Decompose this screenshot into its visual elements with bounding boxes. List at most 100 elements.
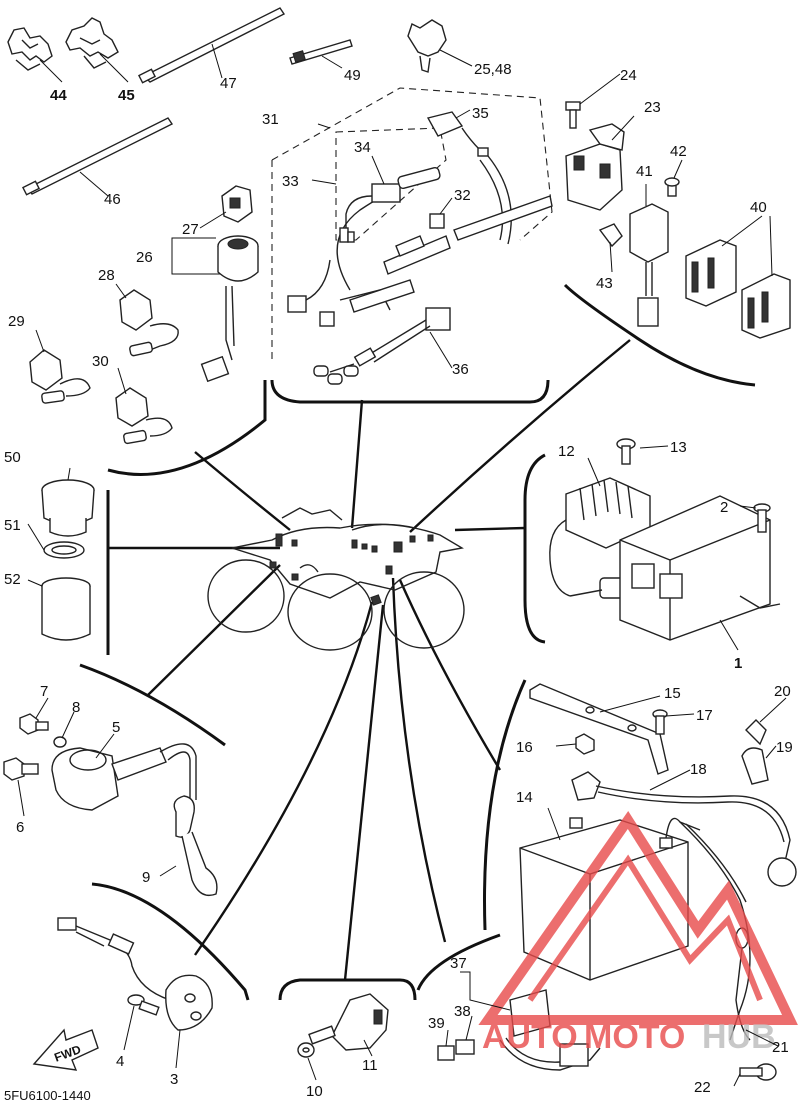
callout-3: 3: [170, 1071, 178, 1088]
part-1-cdi-unit: [619, 495, 781, 641]
callout-47: 47: [220, 75, 237, 92]
group-brackets: [79, 283, 756, 1001]
part-5-ignition-coil: [51, 743, 197, 811]
callout-28: 28: [98, 267, 115, 284]
part-13-bolt: [616, 438, 636, 465]
callout-11: 11: [362, 1057, 378, 1074]
callout-51: 51: [4, 517, 21, 534]
part-8-washer: [53, 736, 67, 748]
automotohub-watermark: AUTO MOTO HUB: [478, 810, 798, 1056]
callout-7: 7: [40, 683, 48, 700]
callout-24: 24: [620, 67, 637, 84]
callout-31: 31: [262, 111, 279, 128]
callout-27: 27: [182, 221, 199, 238]
part-7-bolt: [19, 713, 49, 735]
callout-8: 8: [72, 699, 80, 716]
callout-18: 18: [690, 761, 707, 778]
part-50-socket: [41, 479, 95, 537]
part-47-cable-tie: [138, 7, 286, 84]
callout-30: 30: [92, 353, 109, 370]
callout-35: 35: [472, 105, 489, 122]
part-40-fuse-b: [741, 273, 791, 339]
part-20-clip: [745, 719, 767, 746]
watermark-part-hub: HUB: [702, 1018, 776, 1056]
callout-43: 43: [596, 275, 613, 292]
callout-29: 29: [8, 313, 25, 330]
callout-40: 40: [750, 199, 767, 216]
part-19-cover: [741, 747, 769, 785]
part-16-nut: [575, 733, 595, 755]
part-4-bolt: [127, 994, 160, 1016]
part-10-washer: [297, 1042, 315, 1058]
watermark-part-moto: MOTO: [584, 1018, 685, 1056]
part-11-switch: [308, 993, 389, 1051]
atv-body-outline: [207, 507, 465, 651]
leader-lines: [17, 43, 787, 1087]
callout-34: 34: [354, 139, 371, 156]
callout-22: 22: [694, 1079, 711, 1096]
callout-44: 44: [50, 87, 67, 104]
callout-14: 14: [516, 789, 533, 806]
part-43-clip: [598, 223, 623, 248]
callout-42: 42: [670, 143, 687, 160]
part-27-key-cap: [221, 185, 253, 223]
connector-lines: [108, 339, 631, 981]
part-39-fuse: [437, 1045, 455, 1061]
callout-16: 16: [516, 739, 533, 756]
callout-33: 33: [282, 173, 299, 190]
callout-9: 9: [142, 869, 150, 886]
callout-36: 36: [452, 361, 469, 378]
callout-49: 49: [344, 67, 361, 84]
callout-12: 12: [558, 443, 575, 460]
part-23-starter-relay: [565, 123, 625, 211]
part-26-main-switch: [200, 235, 259, 383]
part-28-cap: [119, 289, 179, 357]
part-9-plug-cap: [173, 795, 218, 897]
part-52-cover: [41, 577, 91, 641]
callout-45: 45: [118, 87, 135, 104]
part-6-bolt: [3, 757, 39, 781]
part-18-lead: [571, 771, 797, 887]
part-31-harness-kit: [271, 87, 553, 360]
callout-38: 38: [454, 1003, 471, 1020]
watermark-part-auto: AUTO: [482, 1018, 578, 1056]
part-22-bolt: [739, 1063, 777, 1081]
callout-10: 10: [306, 1083, 323, 1100]
callout-52: 52: [4, 571, 21, 588]
callout-4: 4: [116, 1053, 124, 1070]
callout-21: 21: [772, 1039, 789, 1056]
part-51-nut: [43, 541, 85, 559]
part-46-cable-tie: [22, 117, 174, 196]
part-36-lead: [313, 307, 451, 385]
part-44-clamp: [7, 27, 53, 71]
part-15-battery-band: [529, 683, 669, 775]
part-29-cap: [29, 349, 91, 404]
callout-1: 1: [734, 655, 742, 672]
callout-37: 37: [450, 955, 467, 972]
callout-6: 6: [16, 819, 24, 836]
part-30-cap: [115, 387, 173, 445]
part-38-fuse: [455, 1039, 475, 1055]
part-14-battery: [519, 817, 751, 1041]
callout-39: 39: [428, 1015, 445, 1032]
part-45-clamp: [65, 17, 119, 69]
part-40-fuse-a: [685, 239, 737, 307]
callout-17: 17: [696, 707, 713, 724]
part-42-screw: [664, 177, 680, 197]
part-2-bolt: [753, 503, 771, 533]
callout-46: 46: [104, 191, 121, 208]
callout-20: 20: [774, 683, 791, 700]
callout-5: 5: [112, 719, 120, 736]
part-24-bolt: [565, 101, 581, 129]
part-3-sensor: [57, 917, 213, 1031]
callout-15: 15: [664, 685, 681, 702]
callout-labels: 44 45 47 49 25,48 46 31 33 34 35 32 36 2…: [4, 61, 793, 1100]
callout-26: 26: [136, 249, 153, 266]
callout-50: 50: [4, 449, 21, 466]
callout-13: 13: [670, 439, 687, 456]
callout-41: 41: [636, 163, 653, 180]
callout-23: 23: [644, 99, 661, 116]
fwd-arrow-icon: [32, 1028, 99, 1071]
